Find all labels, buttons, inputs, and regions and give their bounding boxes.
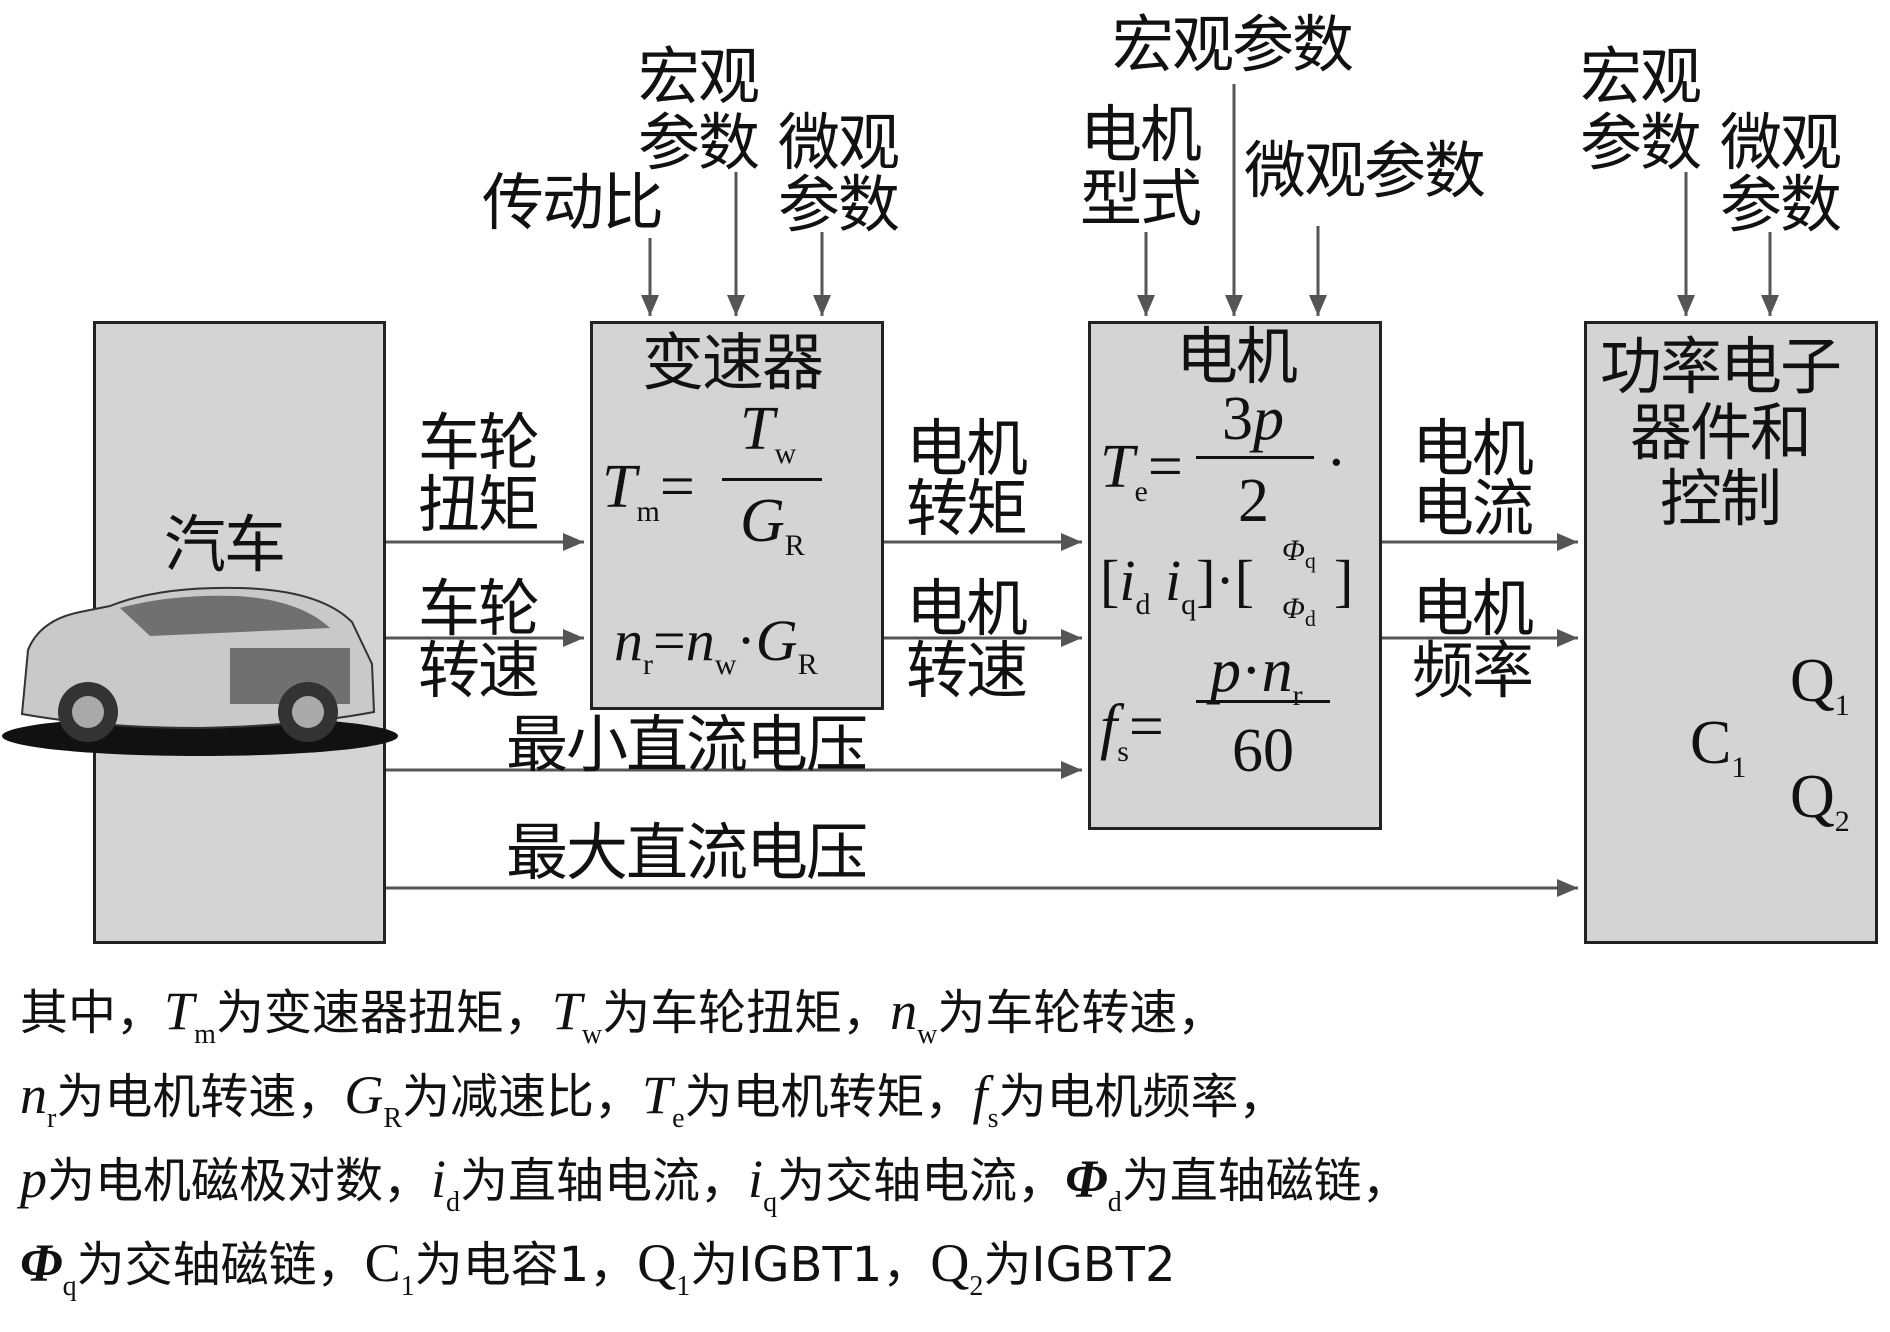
mt-eq1-phid: Φd: [1282, 592, 1316, 631]
motor-freq-label-1: 电机: [1412, 572, 1534, 645]
wheel-speed-label-2: 转速: [418, 634, 540, 707]
pe-macro-label-2: 参数: [1580, 106, 1702, 179]
gearbox-label: 变速器: [642, 326, 824, 399]
mt-eq1-num: 3p: [1222, 385, 1284, 453]
mt-eq2-line: [1196, 700, 1330, 703]
c1-label: C1: [1690, 709, 1747, 784]
mt-eq2-num: p·nr: [1210, 637, 1303, 712]
gb-eq2: nr=nw·GR: [614, 608, 818, 681]
pe-micro-label-2: 参数: [1720, 168, 1842, 241]
wheel-torque-label-1: 车轮: [418, 406, 540, 479]
mt-eq1-line: [1196, 456, 1314, 459]
mt-eq2-den: 60: [1232, 717, 1294, 785]
legend-line-1: 其中，Tm为变速器扭矩，Tw为车轮扭矩，nw为车轮转速，: [20, 981, 1226, 1050]
motor-freq-label-2: 频率: [1412, 634, 1534, 707]
motor-torque-label-1: 电机: [906, 412, 1028, 485]
mt-eq1-lhs: Te=: [1100, 433, 1183, 508]
gb-macro-label-2: 参数: [638, 106, 760, 179]
gb-eq1-lhs: Tm=: [602, 453, 695, 528]
gb-micro-label-2: 参数: [778, 168, 900, 241]
motor-label: 电机: [1176, 320, 1298, 393]
wheel-speed-label-1: 车轮: [418, 572, 540, 645]
gearbox-block: [590, 321, 884, 710]
motor-speed-label-2: 转速: [906, 634, 1028, 707]
motor-current-label-1: 电机: [1412, 412, 1534, 485]
car-label: 汽车: [164, 508, 286, 581]
motor-type-label-2: 型式: [1080, 162, 1202, 235]
pe-micro-label-1: 微观: [1720, 106, 1842, 179]
motor-micro-label: 微观参数: [1244, 134, 1486, 207]
legend-line-3: p为电机磁极对数，id为直轴电流，iq为交轴电流，Φd为直轴磁链，: [20, 1149, 1410, 1218]
max-dc-label: 最大直流电压: [506, 816, 868, 889]
power-label-3: 控制: [1660, 462, 1782, 535]
mt-eq2-lhs: fs=: [1100, 693, 1164, 768]
mt-eq1-vec: [id iq]·[: [1100, 548, 1255, 621]
motor-macro-label: 宏观参数: [1112, 8, 1354, 81]
q2-label: Q2: [1790, 763, 1850, 838]
power-electronics-block: [1584, 321, 1878, 944]
power-label-1: 功率电子: [1600, 330, 1842, 403]
motor-speed-label-1: 电机: [906, 572, 1028, 645]
motor-type-label-1: 电机: [1080, 98, 1202, 171]
motor-block: [1088, 321, 1382, 830]
power-label-2: 器件和: [1630, 396, 1812, 469]
legend-line-2: nr为电机转速，GR为减速比，Te为电机转矩，fs为电机频率，: [20, 1065, 1287, 1134]
legend-line-4: Φq为交轴磁链，C1为电容1，Q1为IGBT1，Q2为IGBT2: [20, 1233, 1176, 1302]
gb-eq1-num: Tw: [740, 395, 797, 470]
mt-eq1-dot: ·: [1326, 429, 1347, 497]
pe-macro-label-1: 宏观: [1580, 40, 1702, 113]
motor-current-label-2: 电流: [1412, 472, 1534, 545]
mt-eq1-den: 2: [1238, 467, 1269, 535]
min-dc-label: 最小直流电压: [506, 708, 868, 781]
wheel-torque-label-2: 扭矩: [418, 468, 540, 541]
mt-eq1-close: ]: [1334, 548, 1354, 613]
gb-micro-label-1: 微观: [778, 106, 900, 179]
gb-eq1-den: GR: [740, 487, 805, 562]
gear-ratio-label: 传动比: [482, 166, 664, 239]
mt-eq1-phiq: Φq: [1282, 534, 1316, 573]
q1-label: Q1: [1790, 647, 1850, 722]
gb-macro-label-1: 宏观: [638, 40, 760, 113]
motor-torque-label-2: 转矩: [906, 472, 1028, 545]
gb-eq1-line: [722, 478, 822, 481]
